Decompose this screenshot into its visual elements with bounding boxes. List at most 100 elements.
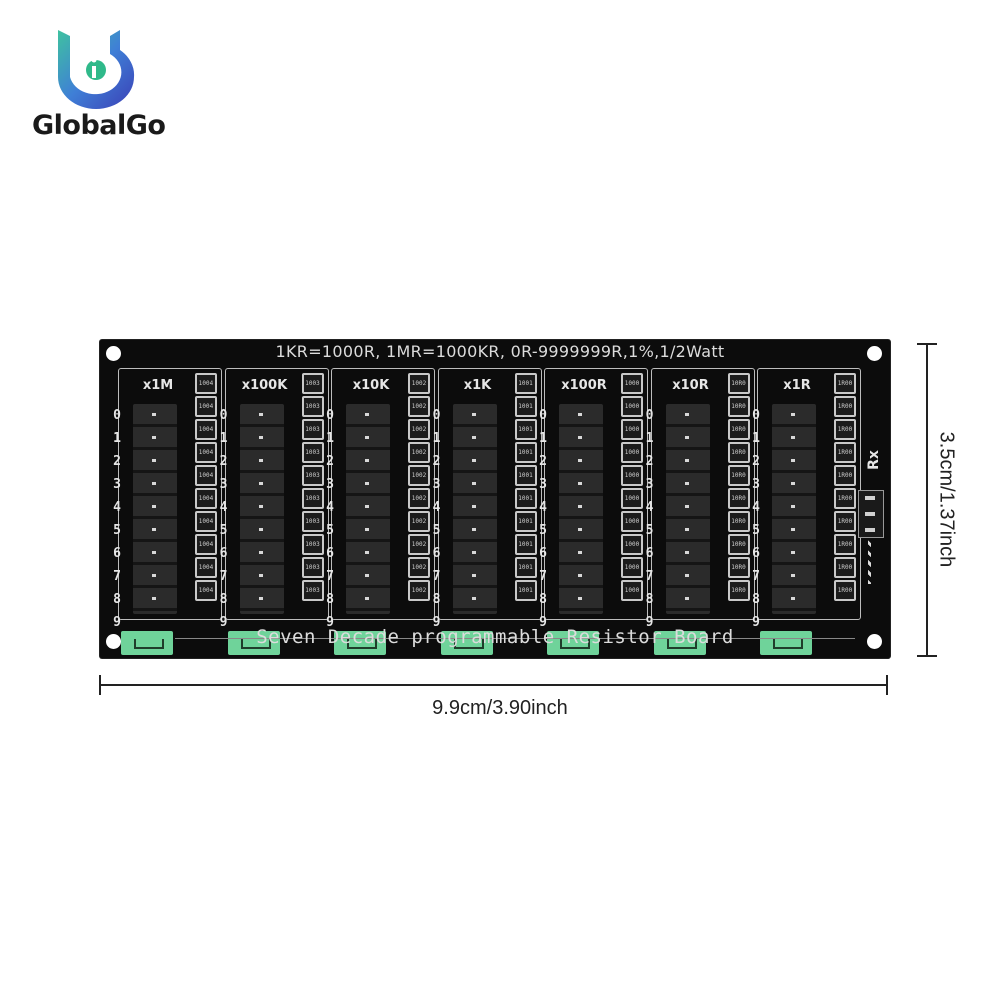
smd-resistor: 1004 [195,511,217,532]
digit-label: 7 [539,569,547,584]
pin-header[interactable] [346,404,390,614]
smd-resistor: 1001 [514,580,537,601]
digit-label: 0 [752,408,760,423]
decade-label: x100R [561,378,607,393]
smd-resistor: 1R00 [834,396,856,417]
smd-resistor: 1003 [301,580,324,601]
smd-resistor: 1001 [514,442,537,463]
smd-resistor: 1R00 [834,373,856,394]
pin-header[interactable] [239,404,284,614]
smd-resistor: 10R0 [727,465,750,486]
digit-label: 6 [432,546,441,561]
jumper-cap[interactable] [653,631,706,655]
digit-label: 2 [539,454,547,469]
smd-resistor: 1003 [301,488,324,509]
digit-label: 1 [326,431,334,446]
smd-resistor: 1R00 [834,511,856,532]
silkscreen-line [175,638,855,639]
digit-label: 7 [219,569,228,584]
digit-label: 6 [326,546,334,561]
smd-resistor: 1001 [514,419,537,440]
digit-label: 0 [645,408,654,423]
digit-label: 6 [219,546,228,561]
digit-label: 2 [752,454,760,469]
dimension-cap [99,675,101,695]
digit-label: 4 [539,500,547,515]
digit-label: 9 [219,615,228,630]
smd-resistor: 1004 [195,557,217,578]
digit-label: 2 [219,454,228,469]
rx-output-header[interactable] [858,490,884,538]
smd-resistor: 10R0 [727,557,750,578]
digit-label: 3 [539,477,547,492]
digit-label: 1 [539,431,547,446]
jumper-cap[interactable] [227,631,280,655]
smd-resistor: 1003 [301,511,324,532]
jumper-cap[interactable] [334,631,386,655]
digit-label: 1 [645,431,654,446]
smd-resistor: 1004 [195,580,217,601]
digit-label: 8 [219,592,228,607]
digit-label: 6 [113,546,121,561]
mounting-hole [867,346,882,361]
smd-resistor: 1000 [621,488,643,509]
smd-resistor: 1R00 [834,488,856,509]
jumper-cap[interactable] [440,631,493,655]
digit-label: 7 [752,569,760,584]
jumper-cap[interactable] [760,631,812,655]
digit-label: 3 [752,477,760,492]
smd-resistor: 10R0 [727,488,750,509]
pin-header[interactable] [772,404,816,614]
pin-header[interactable] [133,404,177,614]
digit-label: 7 [645,569,654,584]
digit-label: 5 [752,523,760,538]
decade-label: x10K [352,378,390,393]
smd-resistor: 1004 [195,396,217,417]
pin-header[interactable] [452,404,497,614]
digit-label: 0 [113,408,121,423]
digit-label: 1 [219,431,228,446]
digit-label: 5 [219,523,228,538]
digit-label: 8 [113,592,121,607]
smd-resistor: 1001 [514,557,537,578]
decade-label: x10R [672,378,709,393]
jumper-cap[interactable] [121,631,173,655]
digit-label: 5 [539,523,547,538]
dimension-cap [886,675,888,695]
smd-resistor: 1004 [195,488,217,509]
height-dimension-line [926,344,928,656]
digit-label: 9 [326,615,334,630]
pin-header[interactable] [665,404,710,614]
smd-resistor: 1001 [514,534,537,555]
decade-label: x100K [241,378,288,393]
digit-label: 3 [645,477,654,492]
smd-resistor: 10R0 [727,534,750,555]
pin-header[interactable] [559,404,603,614]
smd-resistor: 1000 [621,396,643,417]
smd-resistor: 10R0 [727,580,750,601]
smd-resistor: 1004 [195,373,217,394]
digit-label: 5 [645,523,654,538]
rx-label: Rx [865,450,882,470]
smd-resistor: 1001 [514,396,537,417]
digit-label: 1 [752,431,760,446]
digit-label: 5 [326,523,334,538]
digit-label: 0 [539,408,547,423]
digit-label: 4 [752,500,760,515]
mounting-hole [106,634,121,649]
smd-resistor: 1001 [514,511,537,532]
smd-resistor: 1000 [621,557,643,578]
digit-label: 2 [432,454,441,469]
dimension-cap [917,343,937,345]
jumper-cap[interactable] [547,631,599,655]
digit-label: 3 [219,477,228,492]
